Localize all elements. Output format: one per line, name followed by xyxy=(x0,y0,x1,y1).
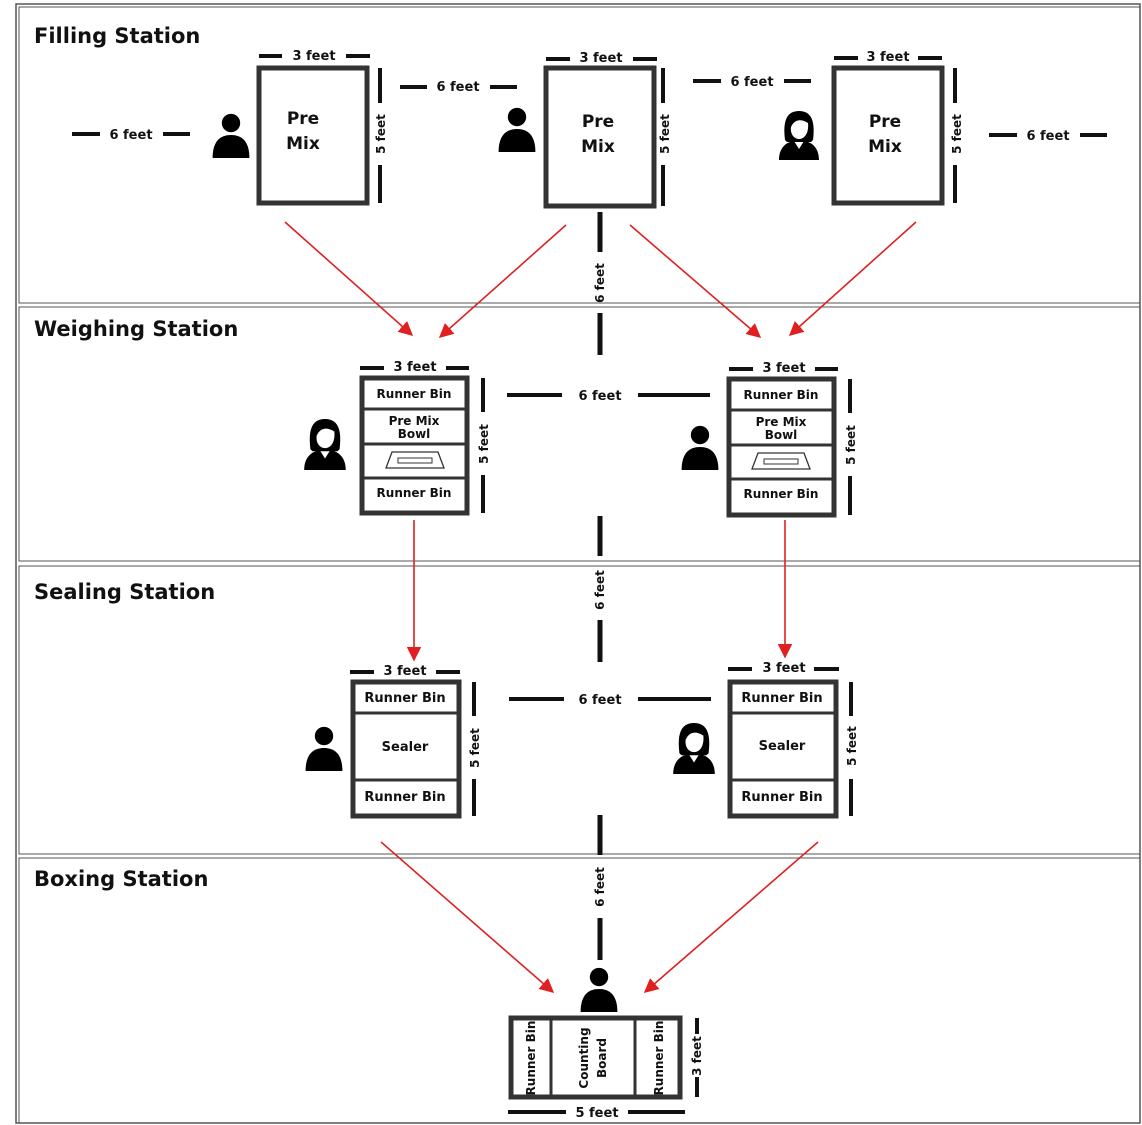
filling-station-region xyxy=(18,6,1141,304)
premix-label-line2: Mix xyxy=(286,134,320,154)
dim-5-feet: 5 feet xyxy=(658,114,672,154)
flow-arrows-weighing-to-sealing xyxy=(406,520,793,662)
premix-station-1: Pre Mix 3 feet 5 feet xyxy=(256,49,388,206)
premix-station-2: Pre Mix 3 feet 5 feet xyxy=(543,51,672,209)
spacing-6ft-weighing: 6 feet xyxy=(507,389,710,404)
runner-bin-label: Runner Bin xyxy=(377,387,452,401)
premix-label-line2: Mix xyxy=(581,137,615,157)
dim-6-feet: 6 feet xyxy=(593,263,607,303)
boxing-station-region xyxy=(18,857,1141,1124)
dim-3-feet: 3 feet xyxy=(292,49,335,64)
dim-3-feet: 3 feet xyxy=(579,51,622,66)
dim-3-feet: 3 feet xyxy=(690,1036,704,1076)
dim-3-feet: 3 feet xyxy=(762,361,805,376)
weighing-unit-left: 3 feet Runner Bin Pre Mix Bowl Runner Bi… xyxy=(359,360,491,516)
scale-icon xyxy=(385,451,445,469)
premix-label-line1: Pre xyxy=(582,112,614,132)
scale-icon xyxy=(751,452,811,470)
spacing-6ft-sealing: 6 feet xyxy=(509,693,711,708)
premix-label-line2: Mix xyxy=(868,137,902,157)
dim-6-feet: 6 feet xyxy=(436,80,479,95)
sealing-unit-left: 3 feet Runner Bin Sealer Runner Bin 5 fe… xyxy=(350,664,482,819)
dim-6-feet: 6 feet xyxy=(593,570,607,610)
weighing-station-region xyxy=(18,306,1141,562)
premix-label-line1: Pre xyxy=(287,109,319,129)
runner-bin-label: Runner Bin xyxy=(364,691,445,706)
counting-board-label-line1: Counting xyxy=(577,1027,591,1088)
dim-5-feet: 5 feet xyxy=(468,728,482,768)
sealer-label: Sealer xyxy=(382,740,429,755)
boxing-unit: Runner Bin Counting Board Runner Bin 3 f… xyxy=(508,1015,704,1121)
dim-6-feet: 6 feet xyxy=(1026,129,1069,144)
premix-bowl-label-line1: Pre Mix xyxy=(389,414,440,428)
flow-arrows-sealing-to-boxing xyxy=(380,841,819,993)
dim-5-feet: 5 feet xyxy=(844,425,858,465)
weighing-unit-right: 3 feet Runner Bin Pre Mix Bowl Runner Bi… xyxy=(726,361,858,518)
sealing-station-region xyxy=(18,565,1141,855)
spacing-6ft-between-2-3: 6 feet xyxy=(693,75,811,90)
dim-6-feet: 6 feet xyxy=(730,75,773,90)
spacing-6ft-between-1-2: 6 feet xyxy=(400,80,517,95)
premix-label-line1: Pre xyxy=(869,112,901,132)
sealing-unit-right: 3 feet Runner Bin Sealer Runner Bin 5 fe… xyxy=(727,661,859,819)
dim-3-feet: 3 feet xyxy=(383,664,426,679)
filling-station-title: Filling Station xyxy=(34,24,201,48)
dim-3-feet: 3 feet xyxy=(762,661,805,676)
premix-bowl-label-line2: Bowl xyxy=(765,428,798,442)
dim-5-feet: 5 feet xyxy=(374,114,388,154)
runner-bin-label: Runner Bin xyxy=(524,1021,538,1096)
sealing-station-title: Sealing Station xyxy=(34,580,216,604)
spacing-6ft-right: 6 feet xyxy=(989,129,1107,144)
dim-5-feet: 5 feet xyxy=(575,1106,618,1121)
runner-bin-label: Runner Bin xyxy=(741,790,822,805)
person-icon xyxy=(212,113,250,158)
counting-board-label-line2: Board xyxy=(595,1038,609,1078)
dim-5-feet: 5 feet xyxy=(950,114,964,154)
runner-bin-label: Runner Bin xyxy=(652,1021,666,1096)
woman-icon xyxy=(779,111,819,160)
center-spacing-line: 6 feet 6 feet 6 feet xyxy=(593,212,607,960)
dim-5-feet: 5 feet xyxy=(845,726,859,766)
person-icon xyxy=(681,425,719,470)
weighing-station-title: Weighing Station xyxy=(34,317,239,341)
runner-bin-label: Runner Bin xyxy=(364,790,445,805)
dim-3-feet: 3 feet xyxy=(393,360,436,375)
runner-bin-label: Runner Bin xyxy=(377,486,452,500)
woman-icon xyxy=(673,723,715,774)
boxing-station-title: Boxing Station xyxy=(34,867,209,891)
dim-3-feet: 3 feet xyxy=(866,50,909,65)
dim-6-feet: 6 feet xyxy=(578,693,621,708)
runner-bin-label: Runner Bin xyxy=(741,691,822,706)
dim-6-feet: 6 feet xyxy=(109,128,152,143)
runner-bin-label: Runner Bin xyxy=(744,487,819,501)
premix-bowl-label-line2: Bowl xyxy=(398,427,431,441)
dim-6-feet: 6 feet xyxy=(578,389,621,404)
premix-bowl-label-line1: Pre Mix xyxy=(756,415,807,429)
sealer-label: Sealer xyxy=(759,739,806,754)
person-icon xyxy=(498,107,536,152)
dim-5-feet: 5 feet xyxy=(477,424,491,464)
runner-bin-label: Runner Bin xyxy=(744,388,819,402)
woman-icon xyxy=(304,419,346,470)
flow-arrows-filling-to-weighing xyxy=(284,221,917,338)
spacing-6ft-left: 6 feet xyxy=(72,128,190,143)
person-icon xyxy=(305,726,343,771)
dim-6-feet: 6 feet xyxy=(593,867,607,907)
person-icon xyxy=(580,967,618,1012)
premix-station-3: Pre Mix 3 feet 5 feet xyxy=(831,50,964,206)
